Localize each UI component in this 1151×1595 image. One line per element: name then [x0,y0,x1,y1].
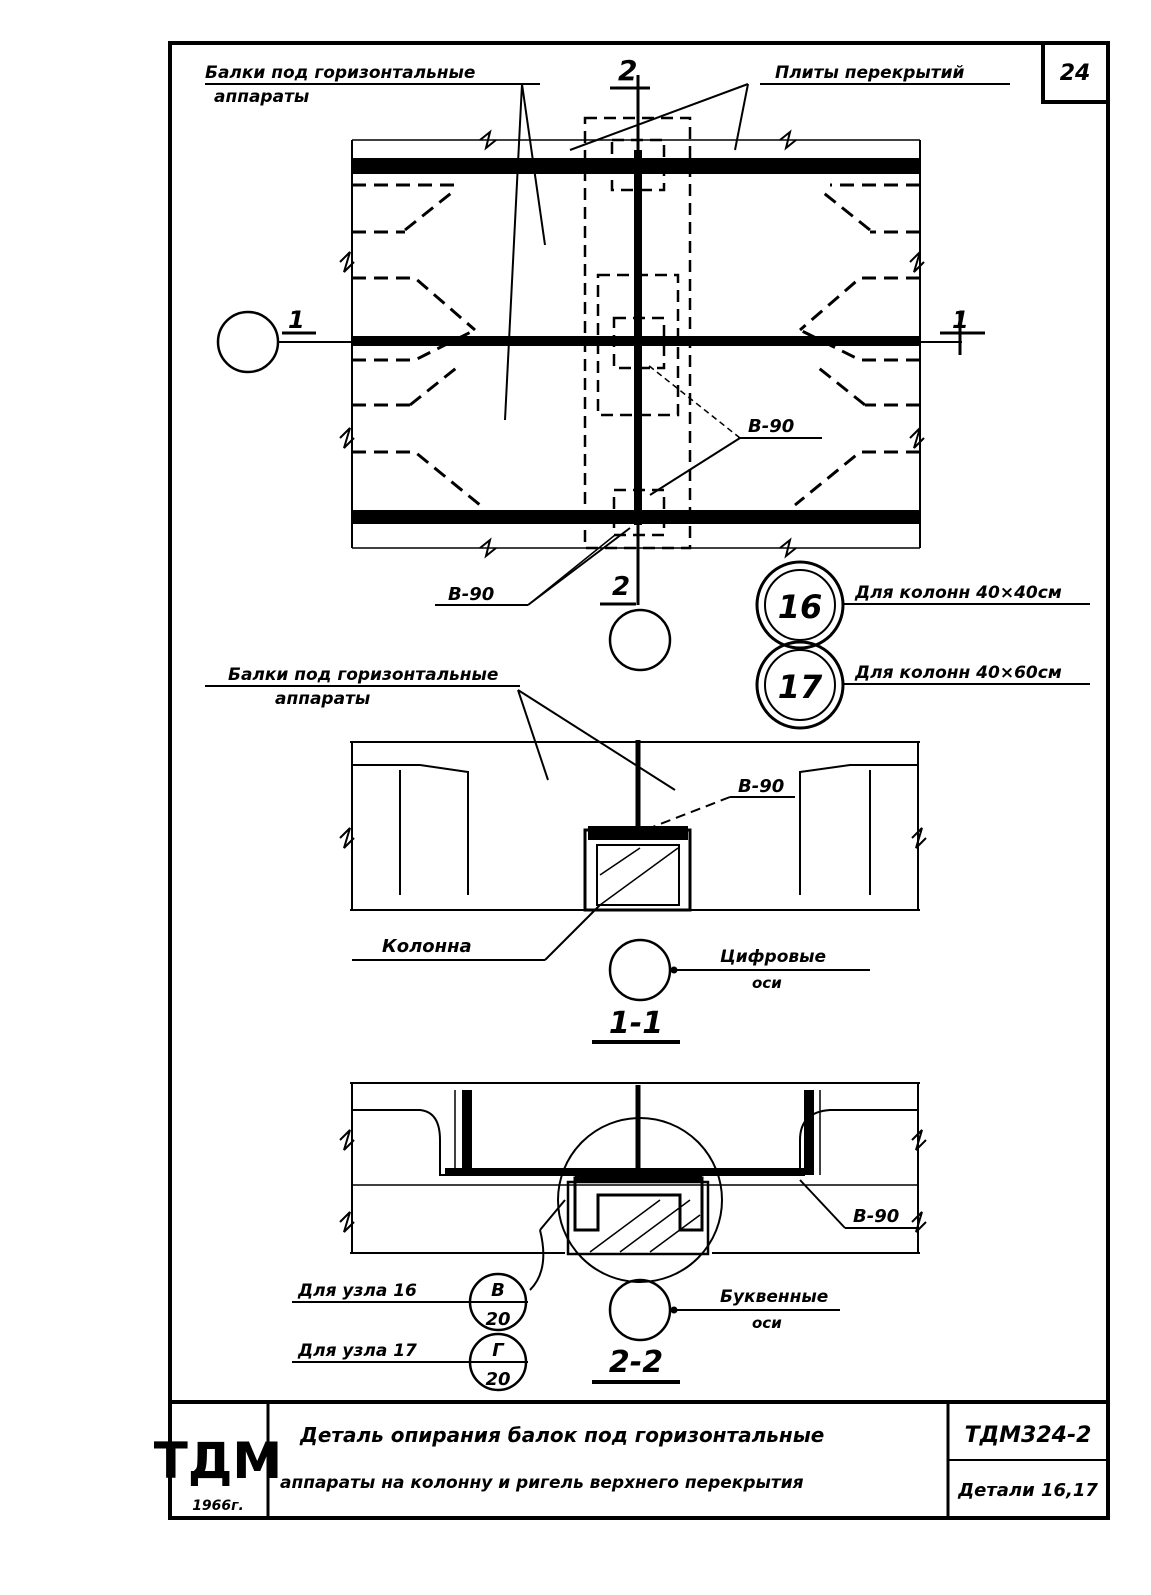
s1-axes-label: Цифровые [720,947,826,967]
plan-weld-mark-1: В-90 [748,416,794,437]
plan-weld-mark-2: В-90 [448,584,494,605]
sheet-number: 24 [1060,61,1091,86]
s2-node17-num: Г [492,1340,505,1361]
title-line-1: Деталь опирания балок под горизонтальные [299,1423,824,1447]
doc-code: ТДМ324-2 [965,1423,1092,1448]
s2-title: 2-2 [609,1345,663,1380]
s2-weld-mark: В-90 [853,1206,899,1227]
s2-node17-sheet: 20 [485,1369,510,1390]
section-2-2: В-90 Для узла 16 В 20 Для узла 17 Г 20 Б… [292,1082,927,1392]
plan-axis-bubble-bottom [608,608,672,672]
sheet-number-box [1041,43,1108,104]
section-1-1: Балки под горизонтальные аппараты В-90 К… [205,665,927,1044]
legend-node-16-text: Для колонн 40×40см [854,583,1062,603]
legend-node-16: 16 [778,588,823,626]
s1-label-beams-2: аппараты [275,689,370,709]
sheet-frame [168,41,1110,1520]
plan-view: Балки под горизонтальные аппараты Плиты … [205,54,1010,672]
s1-label-beams: Балки под горизонтальные [228,665,498,685]
stamp-year: 1966г. [192,1498,244,1514]
doc-details: Детали 16,17 [957,1480,1098,1501]
s1-label-column: Колонна [382,936,472,957]
s1-title: 1-1 [609,1006,663,1041]
s2-node17-label: Для узла 17 [297,1341,417,1361]
s1-weld-mark: В-90 [738,776,784,797]
s2-axes-label-2: оси [752,1314,782,1332]
plan-label-beams: Балки под горизонтальные [205,63,475,83]
stamp-top: ТДМ [154,1432,282,1490]
legend-node-17: 17 [778,668,823,706]
plan-section-2-top: 2 [618,54,637,87]
plan-axis-bubble-left [216,310,280,374]
plan-section-2-bottom: 2 [612,572,630,602]
title-line-2: аппараты на колонну и ригель верхнего пе… [280,1473,804,1493]
s1-axes-label-2: оси [752,974,782,992]
s2-node16-sheet: 20 [485,1309,510,1330]
s2-axes-label: Буквенные [720,1287,828,1307]
legend: 16 Для колонн 40×40см 17 Для колонн 40×6… [755,560,1090,730]
plan-label-slabs: Плиты перекрытий [775,63,965,83]
plan-label-beams-2: аппараты [214,87,309,107]
s2-node16-label: Для узла 16 [297,1281,417,1301]
title-block: ТДМ 1966г. Деталь опирания балок под гор… [154,1400,1108,1518]
plan-section-1-left: 1 [288,306,305,334]
legend-node-17-text: Для колонн 40×60см [854,663,1062,683]
s2-node16-num: В [491,1280,505,1301]
